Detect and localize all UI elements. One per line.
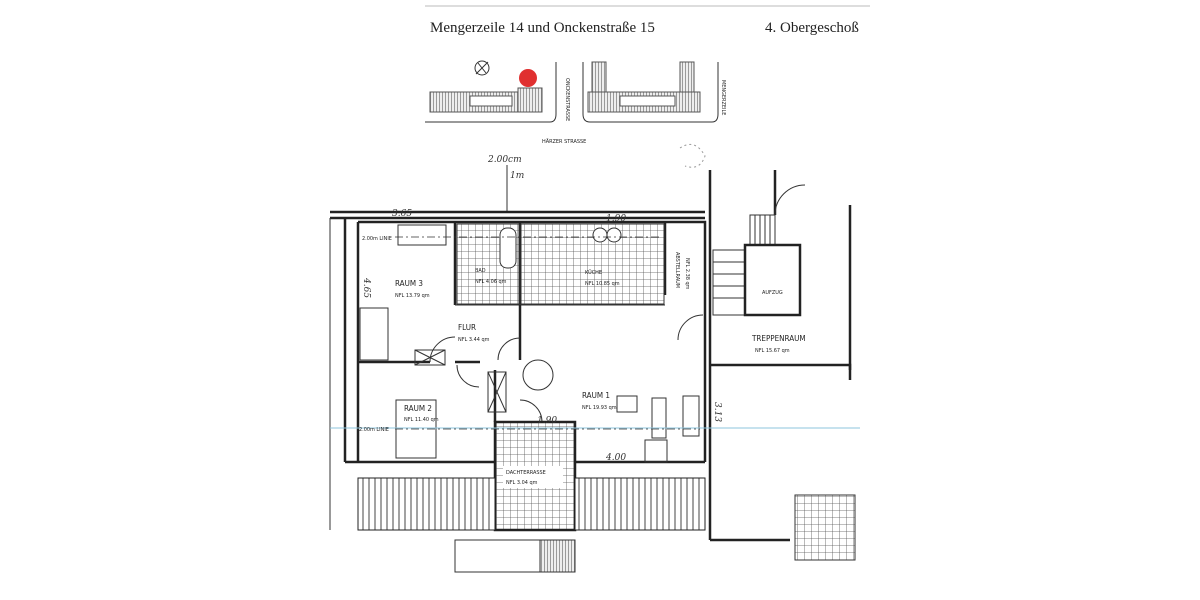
svg-text:NFL 13.79 qm: NFL 13.79 qm <box>395 293 430 299</box>
svg-text:RAUM 3: RAUM 3 <box>395 279 423 288</box>
svg-text:RAUM 2: RAUM 2 <box>404 404 432 413</box>
svg-text:NFL 15.67 qm: NFL 15.67 qm <box>755 348 790 354</box>
dim-right: 3.13 <box>712 402 722 422</box>
hand-scale-note: 1m <box>510 171 524 181</box>
dining-table-icon <box>522 359 554 391</box>
floor-label: 4. Obergeschoß <box>765 20 859 36</box>
svg-text:KÜCHE: KÜCHE <box>585 269 602 276</box>
dim-left: 4.65 <box>361 277 371 298</box>
room-abstellraum: ABSTELLRAUM NFL 2.38 qm <box>674 252 690 290</box>
dim-terrace: 1.90 <box>537 416 557 426</box>
room-raum3: RAUM 3 NFL 13.79 qm <box>395 279 430 299</box>
svg-text:ABSTELLRAUM: ABSTELLRAUM <box>674 252 680 288</box>
dim-bottom: 4.00 <box>605 453 626 463</box>
dim-top-left: 3.65 <box>392 209 412 219</box>
svg-text:FLUR: FLUR <box>458 323 476 332</box>
walls <box>329 170 852 542</box>
roof-hatch-left <box>357 477 496 531</box>
room-dachterrasse: DACHTERRASSE NFL 3.04 qm <box>503 466 563 488</box>
dim-top-right: 1.90 <box>606 214 626 224</box>
hand-height-note: 2.00cm <box>487 155 522 165</box>
room-treppenraum: TREPPENRAUM NFL 15.67 qm <box>751 334 806 354</box>
wardrobe-icon <box>487 371 507 413</box>
elevator <box>743 243 802 317</box>
room-raum1: RAUM 1 NFL 19.93 qm <box>582 391 617 411</box>
svg-text:NFL 11.40 qm: NFL 11.40 qm <box>404 417 439 423</box>
bed-icon <box>359 307 389 361</box>
north-arrow-icon <box>474 60 490 76</box>
svg-text:NFL 3.04 qm: NFL 3.04 qm <box>506 480 538 486</box>
staircase <box>712 214 802 317</box>
svg-text:NFL 10.85 qm: NFL 10.85 qm <box>585 281 620 287</box>
room-raum2: RAUM 2 NFL 11.40 qm <box>404 404 439 423</box>
room-flur: FLUR NFL 3.44 qm <box>458 323 490 343</box>
address-title: Mengerzeile 14 und Onckenstraße 15 <box>430 20 655 36</box>
room-kueche: KÜCHE NFL 10.85 qm <box>585 269 620 287</box>
site-plan: HÄRZER STRASSE ONCKENSTRASSE MENGERZEILE <box>425 60 726 145</box>
svg-text:TREPPENRAUM: TREPPENRAUM <box>751 334 806 343</box>
line-label-top: 2.00m LINIE <box>362 236 392 242</box>
location-marker <box>519 69 537 87</box>
svg-text:DACHTERRASSE: DACHTERRASSE <box>506 470 546 476</box>
room-bad: BAD NFL 4.06 qm <box>475 268 507 285</box>
onckenstrasse-label: ONCKENSTRASSE <box>564 78 570 121</box>
bathtub-icon <box>499 227 517 269</box>
kueche-floor <box>520 223 665 305</box>
door-icon <box>429 336 456 363</box>
sink-icon <box>606 227 622 243</box>
svg-text:NFL 19.93 qm: NFL 19.93 qm <box>582 405 617 411</box>
roof-hatch-right <box>574 477 706 531</box>
line-label-bottom: 2.00m LINIE <box>359 427 389 433</box>
street-label: HÄRZER STRASSE <box>542 138 586 145</box>
svg-text:NFL 2.38 qm: NFL 2.38 qm <box>684 258 690 290</box>
svg-text:NFL 3.44 qm: NFL 3.44 qm <box>458 337 490 343</box>
mengerzeile-label: MENGERZEILE <box>720 80 726 115</box>
sofa-icon <box>397 224 447 246</box>
svg-text:NFL 4.06 qm: NFL 4.06 qm <box>475 279 507 285</box>
svg-text:BAD: BAD <box>475 268 486 274</box>
svg-text:RAUM 1: RAUM 1 <box>582 391 610 400</box>
elevator-label: AUFZUG <box>762 290 783 296</box>
